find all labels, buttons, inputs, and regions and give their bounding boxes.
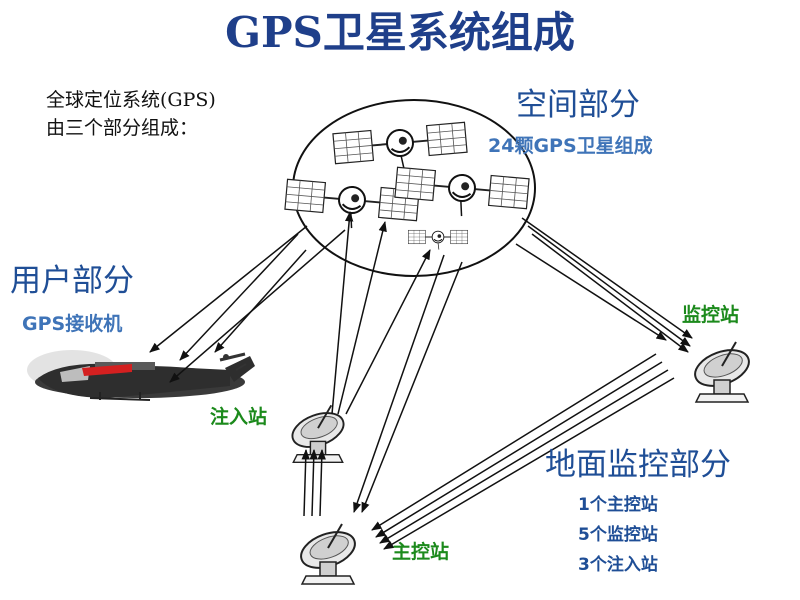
- user-segment-heading: 用户部分: [10, 263, 134, 299]
- ground-segment-heading: 地面监控部分: [545, 447, 731, 483]
- user-segment-detail: GPS接收机: [22, 313, 123, 335]
- space-segment-detail: 24颗GPS卫星组成: [488, 135, 653, 157]
- intro-text: 全球定位系统(GPS) 由三个部分组成：: [46, 86, 216, 142]
- injection-station-label: 注入站: [210, 406, 268, 428]
- space-to-user-signals: [149, 225, 346, 383]
- intro-line-1: 全球定位系统(GPS): [46, 89, 216, 111]
- master-station-dish-icon: [295, 523, 361, 585]
- page-title: GPS卫星系统组成: [225, 8, 575, 57]
- master-to-injection-signals: [301, 448, 326, 517]
- ground-item-1: 1个主控站: [578, 495, 658, 515]
- space-to-ground-signals: [331, 210, 463, 513]
- monitor-to-master-signals: [371, 353, 675, 550]
- ground-item-2: 5个监控站: [578, 525, 658, 545]
- monitor-station-label: 监控站: [682, 304, 740, 326]
- master-station-label: 主控站: [392, 541, 450, 563]
- space-to-monitor-signals: [515, 217, 693, 353]
- space-segment-heading: 空间部分: [516, 87, 640, 123]
- helicopter-icon: [27, 350, 255, 401]
- intro-line-2: 由三个部分组成：: [46, 117, 199, 139]
- monitor-station-dish-icon: [689, 341, 755, 403]
- satellite-icon: [408, 230, 467, 249]
- injection-station-dish-icon: [286, 404, 350, 464]
- ground-item-3: 3个注入站: [578, 555, 658, 575]
